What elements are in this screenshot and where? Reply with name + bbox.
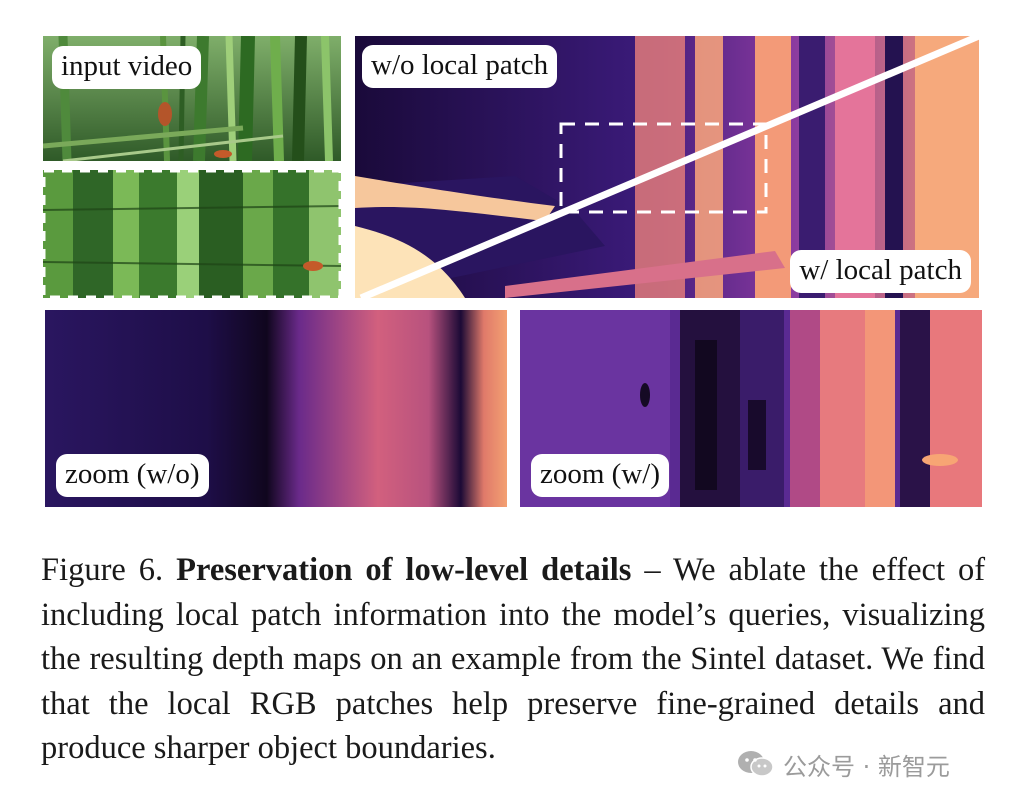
caption-text: – We ablate the effect of including loca… bbox=[41, 552, 986, 766]
bamboo-patch-image bbox=[43, 170, 341, 298]
with-local-patch-label: w/ local patch bbox=[790, 250, 971, 293]
watermark-text: 公众号 · 新智元 bbox=[783, 752, 950, 781]
caption-title: Preservation of low-level details bbox=[176, 552, 632, 588]
zoom-without-frame: zoom (w/o) bbox=[45, 310, 507, 507]
input-patch-frame bbox=[43, 170, 341, 298]
without-local-patch-label: w/o local patch bbox=[362, 45, 558, 88]
wechat-icon bbox=[738, 751, 774, 777]
figure-caption: Figure 6. Preservation of low-level deta… bbox=[41, 548, 985, 771]
watermark: 公众号 · 新智元 bbox=[737, 746, 950, 782]
input-video-label: input video bbox=[52, 46, 202, 89]
zoom-with-label: zoom (w/) bbox=[531, 454, 669, 497]
input-video-frame: input video bbox=[43, 36, 341, 161]
zoom-with-frame: zoom (w/) bbox=[520, 310, 982, 507]
caption-prefix: Figure 6. bbox=[41, 552, 164, 588]
zoom-without-label: zoom (w/o) bbox=[56, 454, 209, 497]
depth-comparison-frame: w/o local patch w/ local patch bbox=[355, 36, 979, 298]
